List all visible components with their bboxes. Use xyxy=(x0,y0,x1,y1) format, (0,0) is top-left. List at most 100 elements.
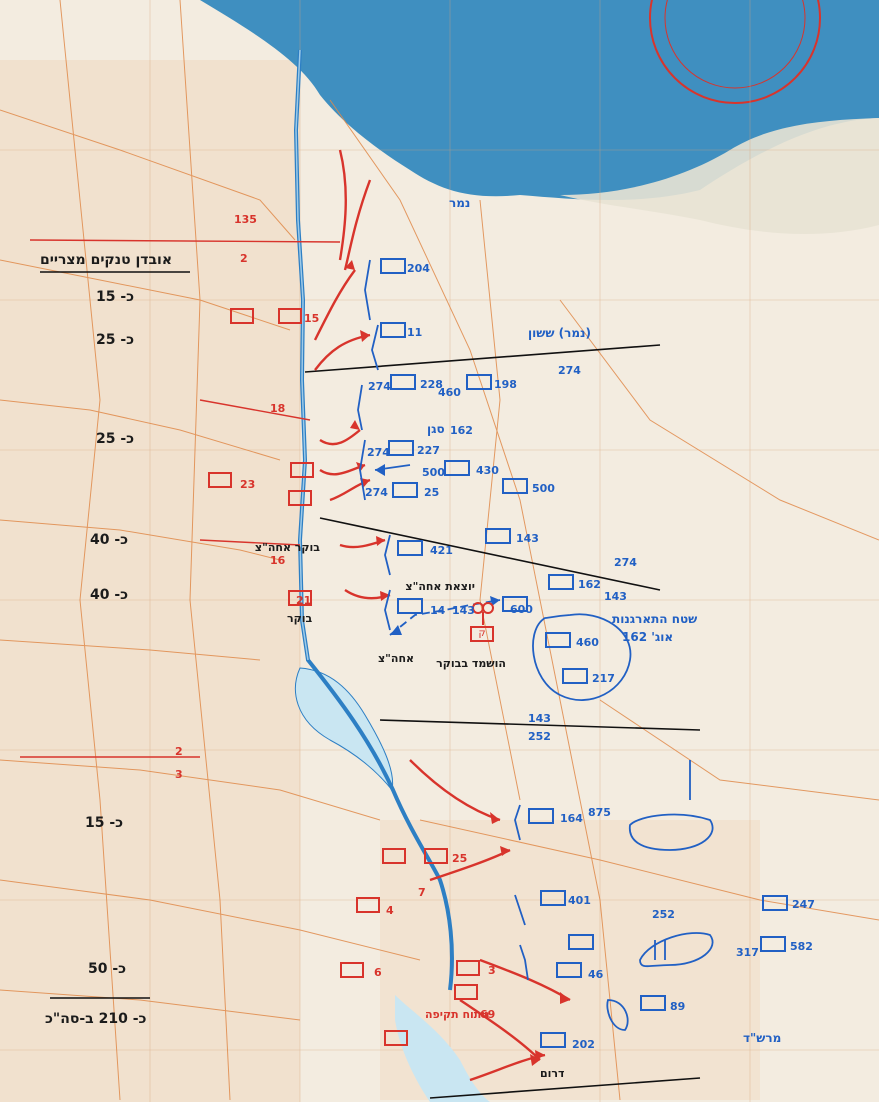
unit-274d: 274 xyxy=(365,486,388,499)
loss-15: כ- 15 xyxy=(96,289,135,305)
unit-460a: 460 xyxy=(438,386,461,399)
unit-204: 204 xyxy=(407,262,430,275)
unit-600: 600 xyxy=(510,603,533,616)
unit-500a: 500 xyxy=(422,466,445,479)
egypt-unit-18: 18 xyxy=(270,402,286,415)
unit-600-symbol xyxy=(502,596,528,612)
unit-25: 25 xyxy=(424,486,440,499)
unit-401: 401 xyxy=(568,894,591,907)
unit-143a-symbol xyxy=(485,528,511,544)
unit-143d: 143 xyxy=(528,712,551,725)
unit-162b-symbol xyxy=(548,574,574,590)
label-boker: בוקר xyxy=(287,612,313,625)
unit-227-symbol xyxy=(388,440,414,456)
unit-11-symbol xyxy=(380,322,406,338)
unit-421-symbol xyxy=(397,540,423,556)
unit-202-symbol xyxy=(540,1032,566,1048)
egypt-unit-135: 135 xyxy=(234,213,257,226)
unit-46: 46 xyxy=(588,968,604,981)
egypt-unit-xbox-3 xyxy=(382,848,406,864)
label-south: דרום xyxy=(540,1067,565,1080)
egypt-unit-16: 16 xyxy=(270,554,286,567)
label-division-162: אוג' 162 xyxy=(622,630,674,644)
unit-460b: 460 xyxy=(576,636,599,649)
unit-401-symbol xyxy=(540,890,566,906)
label-namer: נמר xyxy=(449,196,471,210)
label-attack-direction: ניתוח תקיפה xyxy=(425,1008,490,1021)
legend-title: אובדן טנקים מצריים xyxy=(40,252,173,268)
label-achatz: אחה"צ xyxy=(378,652,415,665)
unit-162a: 162 xyxy=(450,424,473,437)
unit-228: 228 xyxy=(420,378,443,391)
unit-89-symbol xyxy=(640,995,666,1011)
unit-89: 89 xyxy=(670,1000,686,1013)
unit-252b: 252 xyxy=(652,908,675,921)
unit-274a: 274 xyxy=(368,380,391,393)
egypt-unit-2a: 2 xyxy=(240,252,248,265)
unit-500b: 500 xyxy=(532,482,555,495)
unit-228-symbol xyxy=(390,374,416,390)
egypt-unit-4-symbol xyxy=(356,897,380,913)
unit-143b: 143 xyxy=(604,590,627,603)
label-namer-sasson: (נמר) ששון xyxy=(528,326,591,340)
unit-143a: 143 xyxy=(516,532,539,545)
label-sagan: סגן xyxy=(427,422,445,436)
loss-40a: כ- 40 xyxy=(90,532,129,548)
unit-274e: 274 xyxy=(614,556,637,569)
label-boker-achatz: בוקר אחה"צ xyxy=(254,541,320,554)
phase-lines xyxy=(40,271,701,1099)
unit-252a: 252 xyxy=(528,730,551,743)
egypt-unit-3b: 3 xyxy=(488,964,496,977)
egypt-unit-15-symbol xyxy=(278,308,302,324)
unit-14: 14 xyxy=(430,604,446,617)
unit-582: 582 xyxy=(790,940,813,953)
label-yotzeit-achatz: יוצאת אחה"צ xyxy=(405,580,475,593)
unit-217-symbol xyxy=(562,668,588,684)
egypt-unit-xbox-1 xyxy=(230,308,254,324)
unit-164-symbol xyxy=(528,808,554,824)
unit-14-symbol xyxy=(397,598,423,614)
unit-247-symbol xyxy=(762,895,788,911)
unit-274c: 274 xyxy=(367,446,390,459)
unit-202: 202 xyxy=(572,1038,595,1051)
egypt-unit-3a: 3 xyxy=(175,768,183,781)
egypt-unit-3b-symbol xyxy=(456,960,480,976)
label-staging-area: שטח התארגנות xyxy=(612,612,698,626)
egypt-unit-6: 6 xyxy=(374,966,382,979)
unit-227: 227 xyxy=(417,444,440,457)
egyptian-arrowheads xyxy=(345,260,570,1066)
unit-421: 421 xyxy=(430,544,453,557)
loss-50: כ- 50 xyxy=(88,961,127,977)
egypt-unit-25-symbol xyxy=(424,848,448,864)
egypt-unit-7: 7 xyxy=(418,886,426,899)
hq-destroyed-marker xyxy=(472,602,494,625)
unit-46b-symbol xyxy=(556,962,582,978)
egypt-unit-25: 25 xyxy=(452,852,468,865)
egypt-unit-15: 15 xyxy=(304,312,320,325)
unit-317: 317 xyxy=(736,946,759,959)
unit-582-symbol xyxy=(760,936,786,952)
egypt-unit-6-symbol xyxy=(340,962,364,978)
unit-430: 430 xyxy=(476,464,499,477)
loss-total: כ- 210 ב-סה"כ xyxy=(45,1011,147,1027)
egypt-unit-2b: 2 xyxy=(175,745,183,758)
unit-25-symbol xyxy=(392,482,418,498)
unit-164: 164 xyxy=(560,812,583,825)
unit-430-symbol xyxy=(444,460,470,476)
unit-875: 875 xyxy=(588,806,611,819)
egypt-unit-69: 69 xyxy=(480,1008,496,1021)
label-destroyed-morning: הושמד בבוקר xyxy=(436,657,506,670)
unit-198-symbol xyxy=(466,374,492,390)
unit-247: 247 xyxy=(792,898,815,911)
loss-25b: כ- 25 xyxy=(96,431,135,447)
sabkha-lagoon xyxy=(560,118,879,235)
egypt-unit-xbox-4 xyxy=(454,984,478,1000)
egypt-unit-xbox-2 xyxy=(288,490,312,506)
loss-40b: כ- 40 xyxy=(90,587,129,603)
label-marshad: מרש"ד xyxy=(743,1031,782,1045)
unit-11: 11 xyxy=(407,326,423,339)
unit-143c: 143 xyxy=(452,604,475,617)
